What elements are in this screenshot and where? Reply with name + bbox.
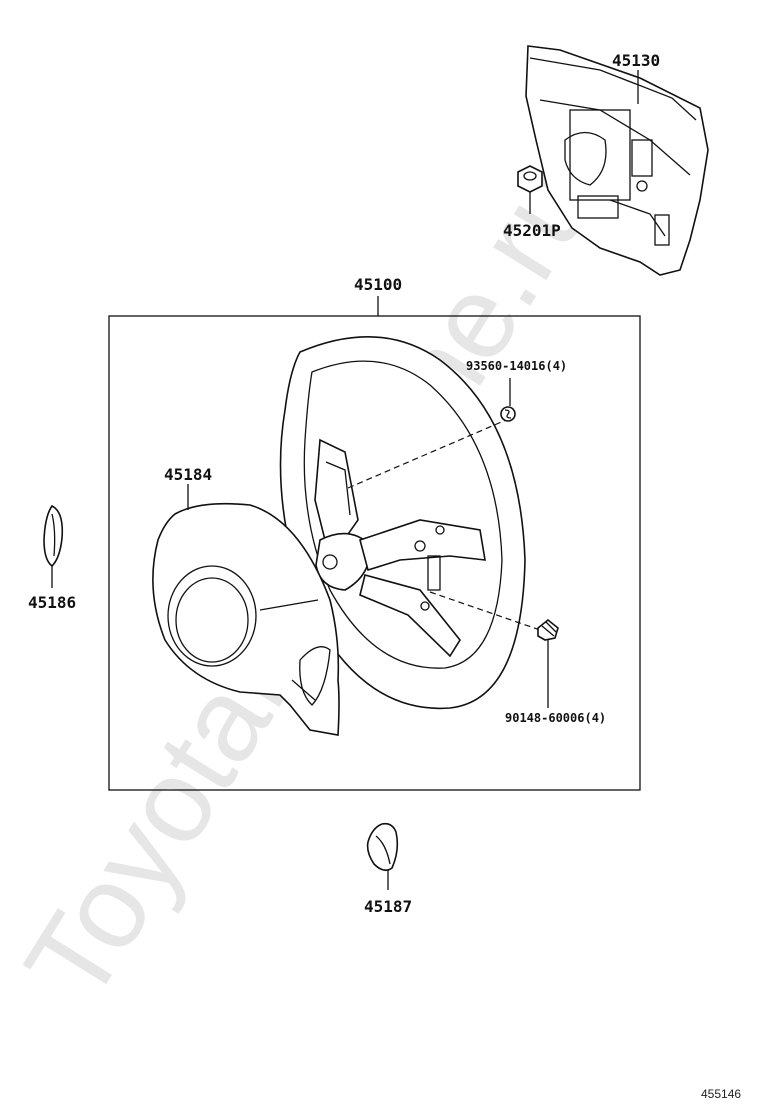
label-90148: 90148-60006(4) — [505, 711, 606, 725]
label-45187: 45187 — [364, 897, 412, 916]
screw-drawing[interactable] — [500, 406, 516, 422]
right-cover-drawing[interactable] — [366, 822, 399, 872]
label-45184: 45184 — [164, 465, 212, 484]
label-45130: 45130 — [612, 51, 660, 70]
left-cover-drawing[interactable] — [43, 504, 64, 568]
align-line-screw — [347, 419, 507, 489]
lower-cover-drawing[interactable] — [152, 502, 340, 736]
label-45201P: 45201P — [503, 221, 561, 240]
label-45100: 45100 — [354, 275, 402, 294]
diagram-reference: 455146 — [701, 1087, 741, 1101]
assembly-frame — [108, 315, 641, 791]
label-45186: 45186 — [28, 593, 76, 612]
horn-pad-drawing[interactable] — [525, 45, 709, 276]
label-93560: 93560-14016(4) — [466, 359, 567, 373]
clip-drawing[interactable] — [537, 618, 559, 641]
steering-wheel-drawing[interactable] — [279, 336, 526, 710]
nut-drawing[interactable] — [517, 165, 543, 193]
